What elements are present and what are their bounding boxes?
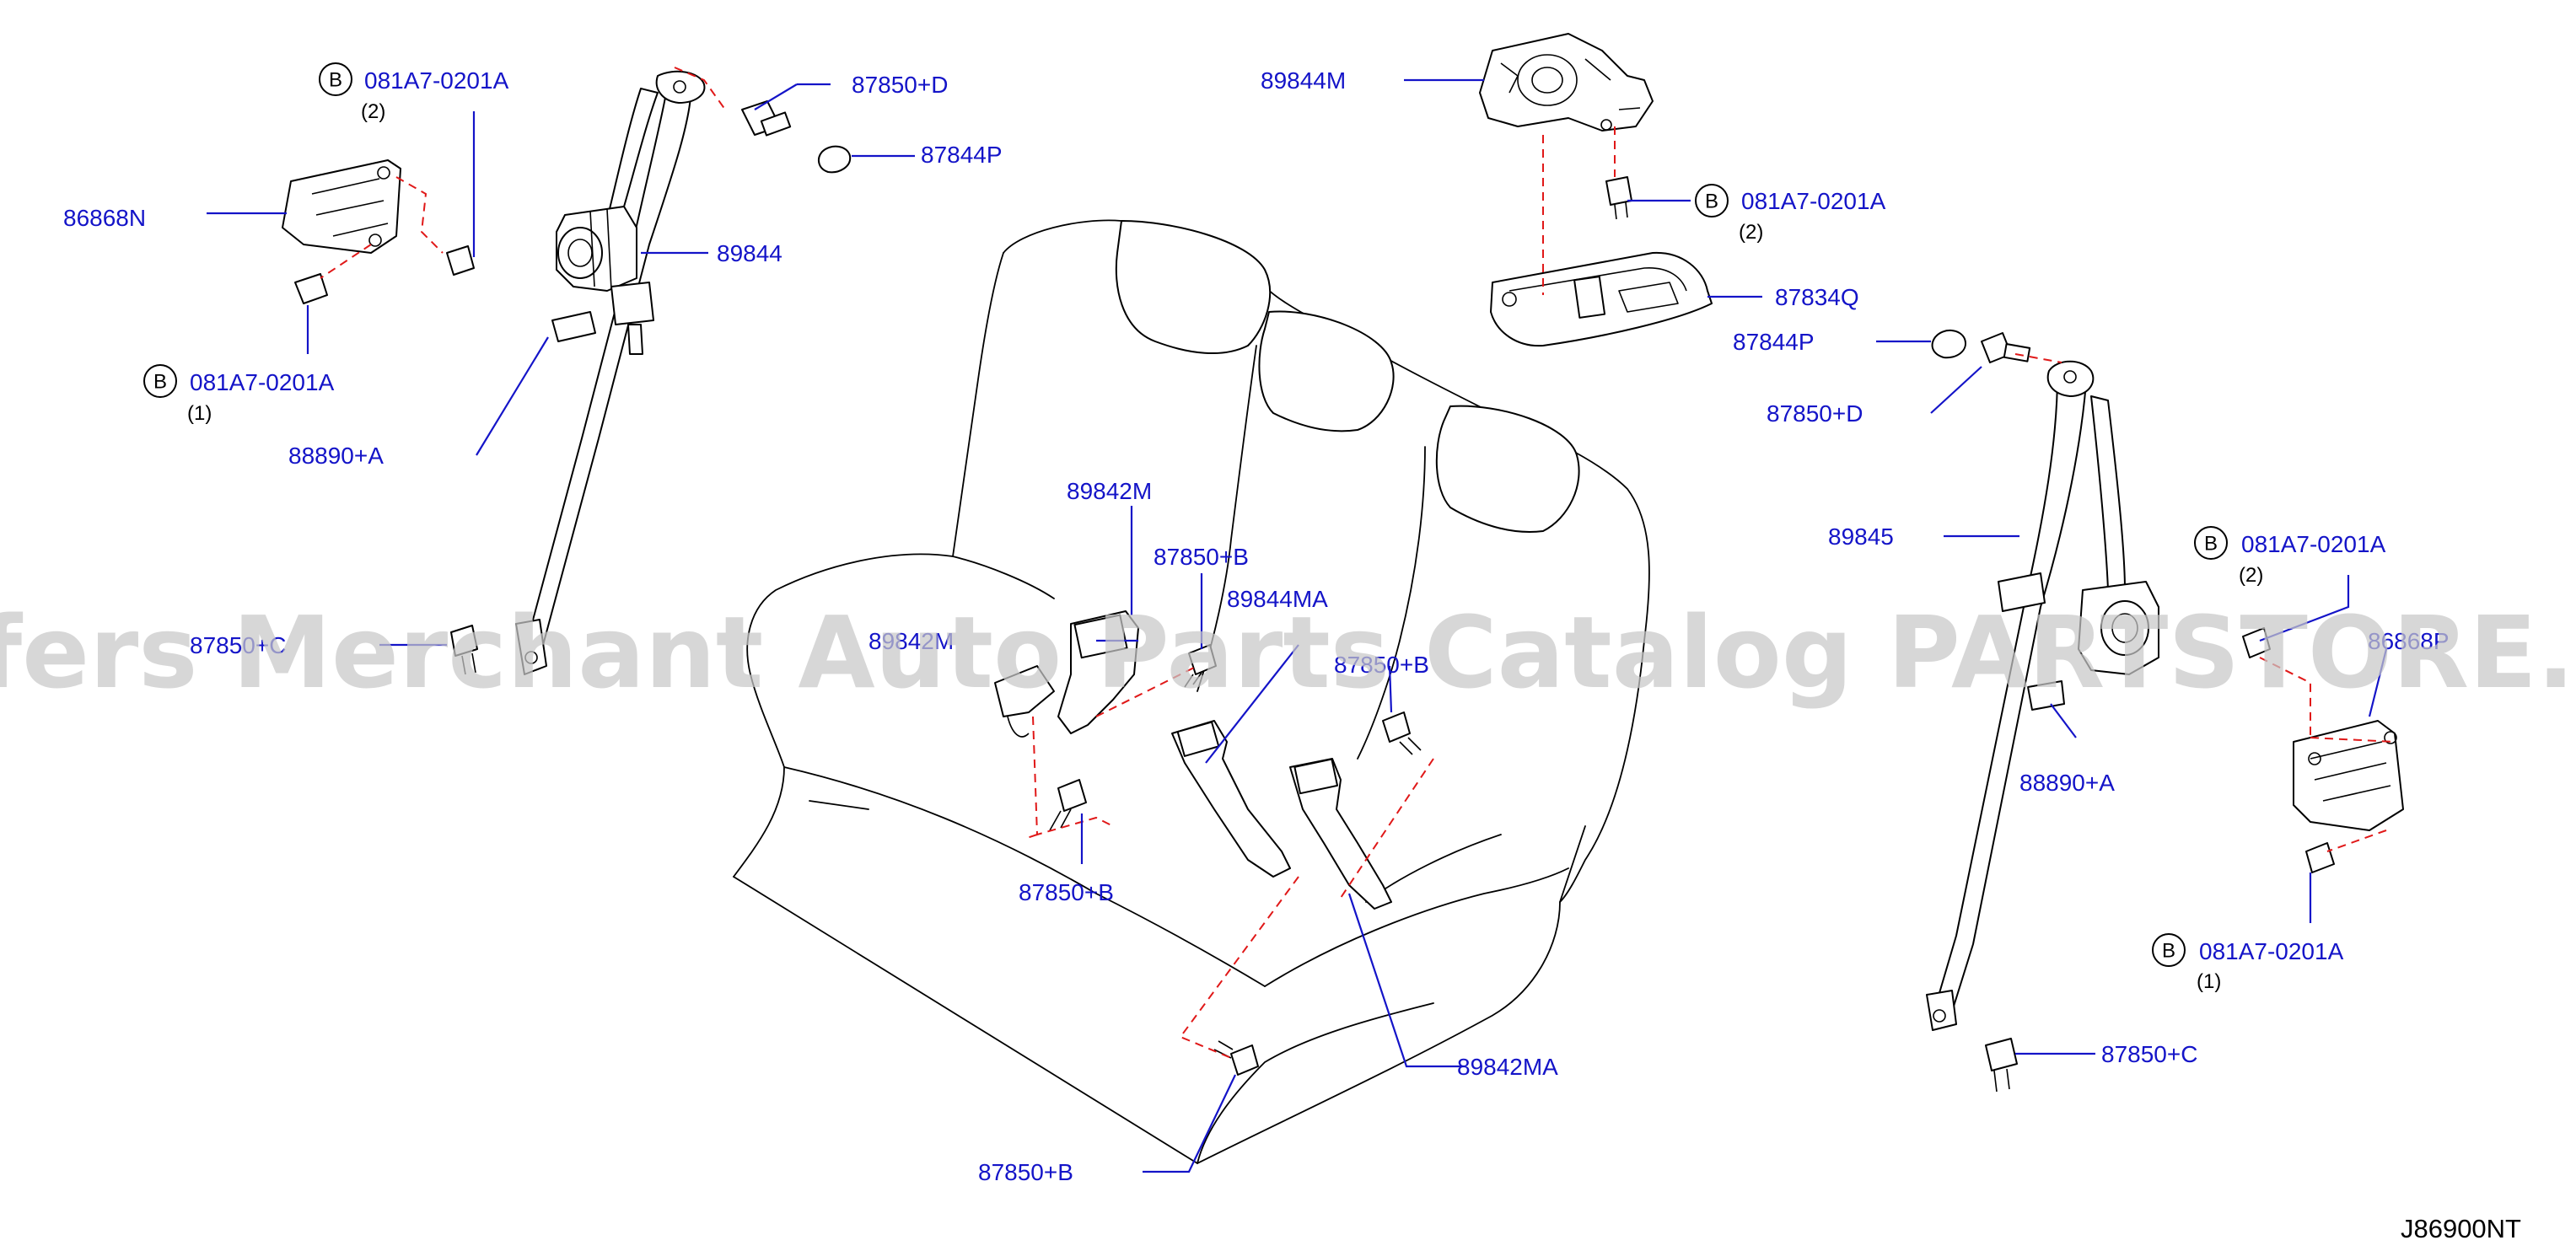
badge-b-icon — [143, 364, 177, 398]
callout-part-number: 89842MA — [1457, 1054, 1558, 1080]
watermark-text: Offers Merchant Auto Parts Catalog PARTS… — [0, 594, 2576, 711]
callout-89844m[interactable]: 89844M — [1261, 67, 1346, 94]
leader-lines — [207, 78, 2388, 1173]
callout-88890-a-left[interactable]: 88890+A — [288, 443, 384, 469]
callout-part-number: 87844P — [1733, 329, 1815, 355]
center-buckles — [994, 610, 1422, 1076]
callout-part-number: 87834Q — [1775, 284, 1859, 310]
center-retractor-89844m — [1479, 33, 1713, 347]
callout-081a7-0201a-left-top[interactable]: B 081A7-0201A (2) — [319, 62, 509, 123]
right-small-parts — [1931, 330, 2404, 1093]
rear-seat-illustration — [733, 219, 1650, 1164]
callout-87850-b-top[interactable]: 87850+B — [1154, 544, 1249, 570]
callout-badge: B — [1705, 191, 1718, 213]
callout-89842ma[interactable]: 89842MA — [1457, 1054, 1558, 1080]
badge-b-icon — [1695, 184, 1729, 217]
callout-qty: (2) — [361, 100, 385, 123]
callout-89842m-top[interactable]: 89842M — [1067, 478, 1152, 504]
callout-88890-a-right[interactable]: 88890+A — [2019, 770, 2115, 796]
callout-081a7-0201a-top-center[interactable]: B 081A7-0201A (2) — [1695, 184, 1886, 244]
callout-87850-b-left[interactable]: 87850+B — [1019, 879, 1114, 905]
left-seat-belt-89844 — [515, 70, 706, 675]
callout-part-number: 89842M — [869, 628, 954, 654]
callout-part-number: 081A7-0201A — [2241, 531, 2386, 557]
callout-part-number: 86868P — [2368, 628, 2450, 654]
callout-87844p-right[interactable]: 87844P — [1733, 329, 1815, 355]
callout-part-number: 081A7-0201A — [2199, 938, 2344, 964]
callout-part-number: 89845 — [1828, 523, 1894, 550]
callout-081a7-0201a-left-bottom[interactable]: B 081A7-0201A (1) — [143, 364, 335, 425]
callout-87850-b-bottom[interactable]: 87850+B — [978, 1159, 1073, 1185]
callout-89844ma[interactable]: 89844MA — [1227, 586, 1328, 612]
callout-081a7-0201a-right-bottom[interactable]: B 081A7-0201A (1) — [2152, 933, 2344, 993]
callout-part-number: 88890+A — [2019, 770, 2115, 796]
callout-labels: B 081A7-0201A (2) 87850+D 87844P 86868N … — [63, 62, 2450, 1185]
callout-part-number: 89844M — [1261, 67, 1346, 94]
callout-part-number: 87850+B — [1154, 544, 1249, 570]
callout-89844[interactable]: 89844 — [717, 240, 782, 266]
badge-b-icon — [2152, 933, 2186, 967]
callout-part-number: 87850+C — [190, 632, 286, 658]
callout-89845[interactable]: 89845 — [1828, 523, 1894, 550]
assembly-dashed-lines — [320, 67, 2396, 1059]
callout-part-number: 89844MA — [1227, 586, 1328, 612]
callout-part-number: 89844 — [717, 240, 782, 266]
left-small-parts — [282, 100, 852, 675]
callout-87844p-left[interactable]: 87844P — [921, 142, 1003, 168]
right-seat-belt-89845 — [1926, 360, 2159, 1031]
callout-87850-b-right[interactable]: 87850+B — [1334, 652, 1429, 678]
callout-badge: B — [153, 371, 167, 394]
callout-qty: (1) — [2197, 970, 2221, 993]
callout-badge: B — [2162, 940, 2175, 963]
callout-part-number: 081A7-0201A — [190, 369, 335, 395]
callout-87850-d-right[interactable]: 87850+D — [1767, 400, 1863, 427]
drawing-code: J86900NT — [2401, 1214, 2521, 1243]
callout-qty: (2) — [1739, 221, 1763, 244]
callout-89842m-left[interactable]: 89842M — [869, 628, 954, 654]
callout-part-number: 87850+D — [852, 72, 948, 98]
callout-part-number: 081A7-0201A — [364, 67, 509, 94]
badge-b-icon — [319, 62, 352, 96]
callout-part-number: 87850+B — [1019, 879, 1114, 905]
callout-87850-c-left[interactable]: 87850+C — [190, 632, 286, 658]
callout-87850-c-right[interactable]: 87850+C — [2101, 1041, 2197, 1067]
callout-part-number: 87850+C — [2101, 1041, 2197, 1067]
callout-87834q[interactable]: 87834Q — [1775, 284, 1859, 310]
callout-badge: B — [329, 69, 342, 92]
callout-part-number: 86868N — [63, 205, 146, 231]
callout-87850-d-left[interactable]: 87850+D — [852, 72, 948, 98]
callout-part-number: 87850+B — [978, 1159, 1073, 1185]
callout-86868p[interactable]: 86868P — [2368, 628, 2450, 654]
callout-part-number: 081A7-0201A — [1741, 188, 1886, 214]
badge-b-icon — [2194, 526, 2228, 560]
callout-badge: B — [2204, 533, 2218, 556]
callout-081a7-0201a-right-top[interactable]: B 081A7-0201A (2) — [2194, 526, 2386, 587]
callout-qty: (2) — [2239, 564, 2263, 587]
callout-part-number: 89842M — [1067, 478, 1152, 504]
callout-qty: (1) — [187, 402, 212, 425]
callout-part-number: 87850+D — [1767, 400, 1863, 427]
callout-86868n[interactable]: 86868N — [63, 205, 146, 231]
callout-part-number: 87844P — [921, 142, 1003, 168]
callout-part-number: 87850+B — [1334, 652, 1429, 678]
callout-part-number: 88890+A — [288, 443, 384, 469]
